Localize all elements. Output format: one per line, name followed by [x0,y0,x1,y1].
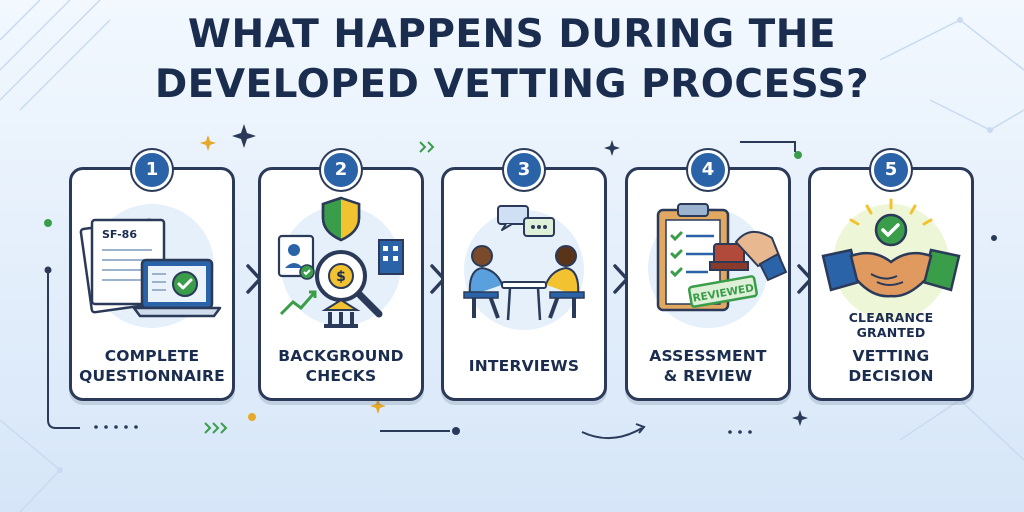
step-label: BACKGROUND CHECKS [261,346,421,386]
step-label: COMPLETE QUESTIONNAIRE [72,346,232,386]
currency-symbol: $ [336,269,346,285]
check-circle-icon [874,213,908,247]
interviews-illustration [463,205,585,330]
step-label-line-2: DECISION [848,367,934,385]
clearance-banner: CLEARANCE GRANTED [811,310,971,340]
page-title: WHAT HAPPENS DURING THE DEVELOPED VETTIN… [0,10,1024,110]
step-label-line-1: INTERVIEWS [468,357,580,375]
speech-bubble-icon [497,205,555,237]
step-label-line-2: & REVIEW [663,367,753,385]
step-card-1: 1 SF-86 COMPLETE QUESTIONNAIRE [69,150,235,401]
step-card-4: 4 REVIEWED A [625,150,791,401]
step-label: ASSESSMENT & REVIEW [628,346,788,386]
id-card-icon [277,234,315,280]
step-label-line-1: ASSESSMENT [649,347,767,365]
title-line-2: DEVELOPED VETTING PROCESS? [154,62,870,107]
assessment-illustration: REVIEWED [648,203,788,328]
step-card-5: 5 CLEARANCE GRANTED VETTING DECISION [808,150,974,401]
step-label-line-1: COMPLETE [104,347,200,365]
step-label-line-1: BACKGROUND [278,347,404,365]
stamp-hand-icon [709,231,788,282]
laptop-check-icon [132,258,222,318]
step-number-badge: 1 [132,150,172,190]
form-label: SF-86 [102,228,137,241]
bank-icon [321,298,361,328]
step-number-badge: 5 [871,150,911,190]
vetting-decision-illustration [821,198,961,320]
shield-icon [321,196,361,242]
step-label-line-1: VETTING [852,347,930,365]
background-checks-illustration: $ [277,196,404,328]
title-line-1: WHAT HAPPENS DURING THE [187,12,837,57]
document-stack-icon: SF-86 [79,218,166,314]
step-label-line-2: CHECKS [305,367,377,385]
building-icon [378,239,404,275]
handshake-icon [821,248,961,298]
banner-line-2: GRANTED [856,325,926,340]
banner-line-1: CLEARANCE [848,310,934,325]
step-card-3: 3 [441,150,607,401]
step-number-badge: 2 [321,150,361,190]
step-card-2: 2 $ [258,150,424,401]
magnifier-dollar-icon: $ [315,250,383,318]
questionnaire-illustration: SF-86 [79,204,222,328]
step-label: INTERVIEWS [444,356,604,376]
people-at-table-icon [463,245,585,321]
growth-chart-icon [279,290,317,316]
step-number-badge: 4 [688,150,728,190]
step-label: VETTING DECISION [811,346,971,386]
reviewed-stamp: REVIEWED [687,275,758,308]
step-number-badge: 3 [504,150,544,190]
step-label-line-2: QUESTIONNAIRE [79,367,225,385]
